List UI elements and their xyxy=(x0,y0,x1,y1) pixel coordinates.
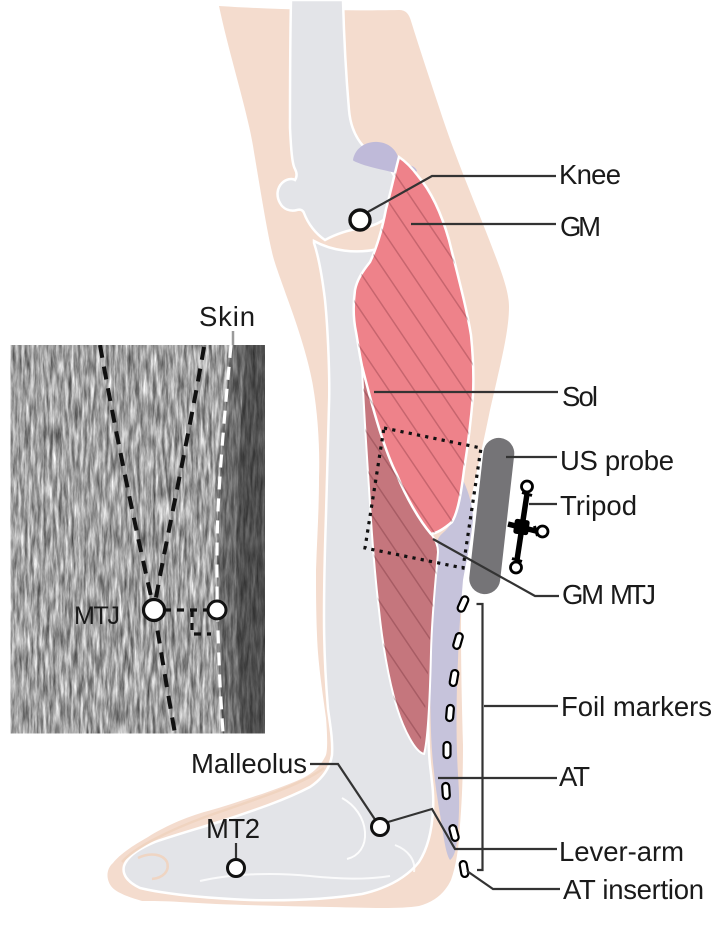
svg-text:Tripod: Tripod xyxy=(560,490,637,521)
svg-text:US probe: US probe xyxy=(560,445,674,476)
svg-text:Knee: Knee xyxy=(559,159,621,190)
svg-text:MTJ: MTJ xyxy=(610,579,656,610)
svg-text:Skin: Skin xyxy=(199,301,255,332)
svg-text:MT2: MT2 xyxy=(206,813,260,844)
svg-text:Sol: Sol xyxy=(562,381,598,412)
svg-text:Lever-arm: Lever-arm xyxy=(559,836,684,867)
svg-text:AT insertion: AT insertion xyxy=(563,874,704,905)
svg-text:MTJ: MTJ xyxy=(74,602,120,630)
svg-text:Foil markers: Foil markers xyxy=(561,691,712,722)
svg-text:AT: AT xyxy=(559,761,590,792)
svg-text:Malleolus: Malleolus xyxy=(191,748,307,779)
svg-text:GM: GM xyxy=(562,579,604,610)
svg-text:GM: GM xyxy=(560,211,601,242)
